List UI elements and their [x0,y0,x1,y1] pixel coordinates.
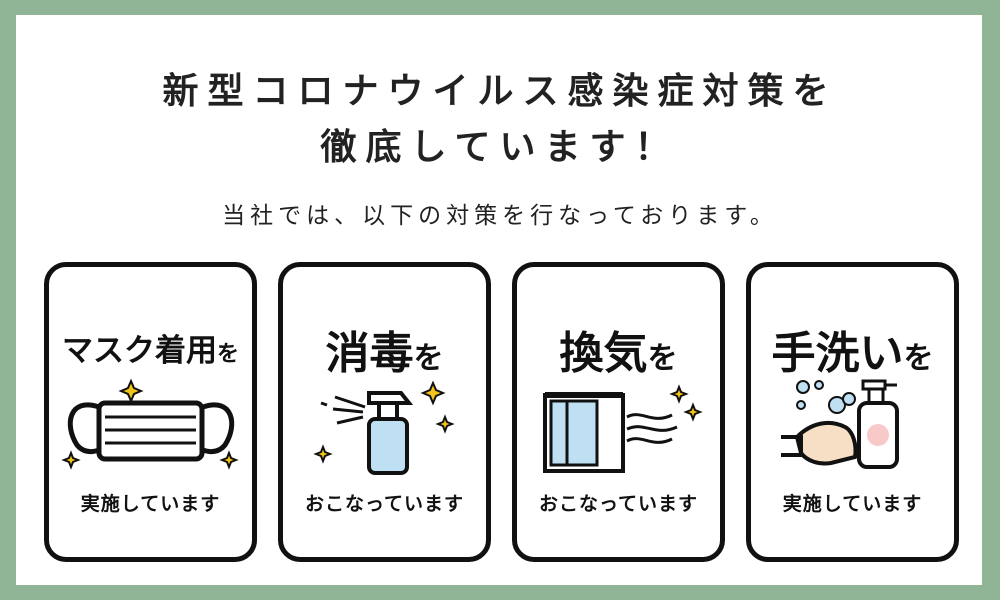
card-footer: 実施しています [782,493,923,515]
card-footer: おこなっています [304,493,465,515]
headline-line-2: 徹底しています！ [320,127,680,168]
subtitle: 当社では、以下の対策を行なっております。 [222,203,778,229]
headline-line-1: 新型コロナウイルス感染症対策を [162,71,838,112]
card-handwashing: 手洗いを 実施しています [746,262,959,562]
card-heading: 換気を [559,328,678,379]
card-heading: 手洗いを [771,328,934,379]
window-ventilation-icon [543,384,703,473]
spray-bottle-icon [313,380,455,475]
card-heading: 消毒を [325,328,444,379]
hand-soap-icon [781,379,899,469]
card-footer: 実施しています [80,493,221,515]
card-ventilation: 換気を おこなっています [512,262,725,562]
mask-icon [61,378,239,470]
card-footer: おこなっています [538,493,699,515]
card-mask: マスク着用を 実施しています [44,262,257,562]
card-disinfect: 消毒を おこなっています [278,262,491,562]
card-heading: マスク着用を [61,333,239,369]
